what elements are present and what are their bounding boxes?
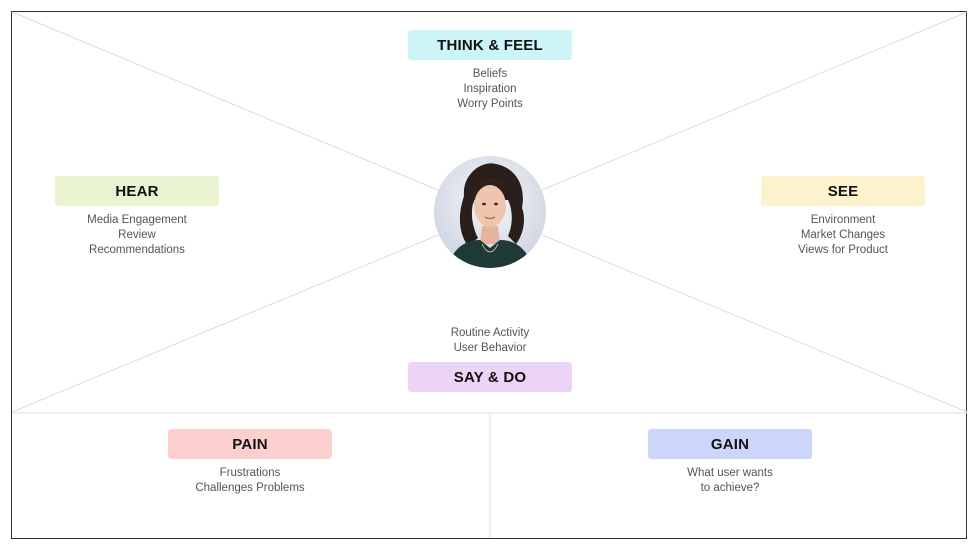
list-item: Routine Activity [450,327,530,339]
list-item: Inspiration [463,83,517,95]
pain-label: PAIN [168,429,332,459]
list-item: Market Changes [800,229,886,241]
see-label: SEE [761,176,925,206]
diagonal-bottom-right [541,234,968,413]
diagonal-bottom-left [11,234,439,413]
list-item: Views for Product [798,244,888,256]
list-item: Frustrations [219,467,281,479]
list-item: to achieve? [700,482,760,494]
person-photo-icon [434,156,546,268]
list-item: Worry Points [457,98,523,110]
list-item: Challenges Problems [195,482,305,494]
person-avatar [434,156,546,268]
say-do-label: SAY & DO [408,362,572,392]
hear-label: HEAR [55,176,219,206]
list-item: Media Engagement [87,214,187,226]
list-item: Review [118,229,156,241]
gain-label: GAIN [648,429,812,459]
diagonal-top-left [11,11,439,191]
list-item: What user wants [687,467,773,479]
empathy-map-frame [11,11,967,539]
list-item: Recommendations [89,244,185,256]
think-feel-label: THINK & FEEL [408,30,572,60]
list-item: User Behavior [453,342,527,354]
diagonal-top-right [541,11,968,191]
list-item: Environment [810,214,876,226]
list-item: Beliefs [472,68,508,80]
gain-items: What user wants to achieve? [620,466,840,496]
